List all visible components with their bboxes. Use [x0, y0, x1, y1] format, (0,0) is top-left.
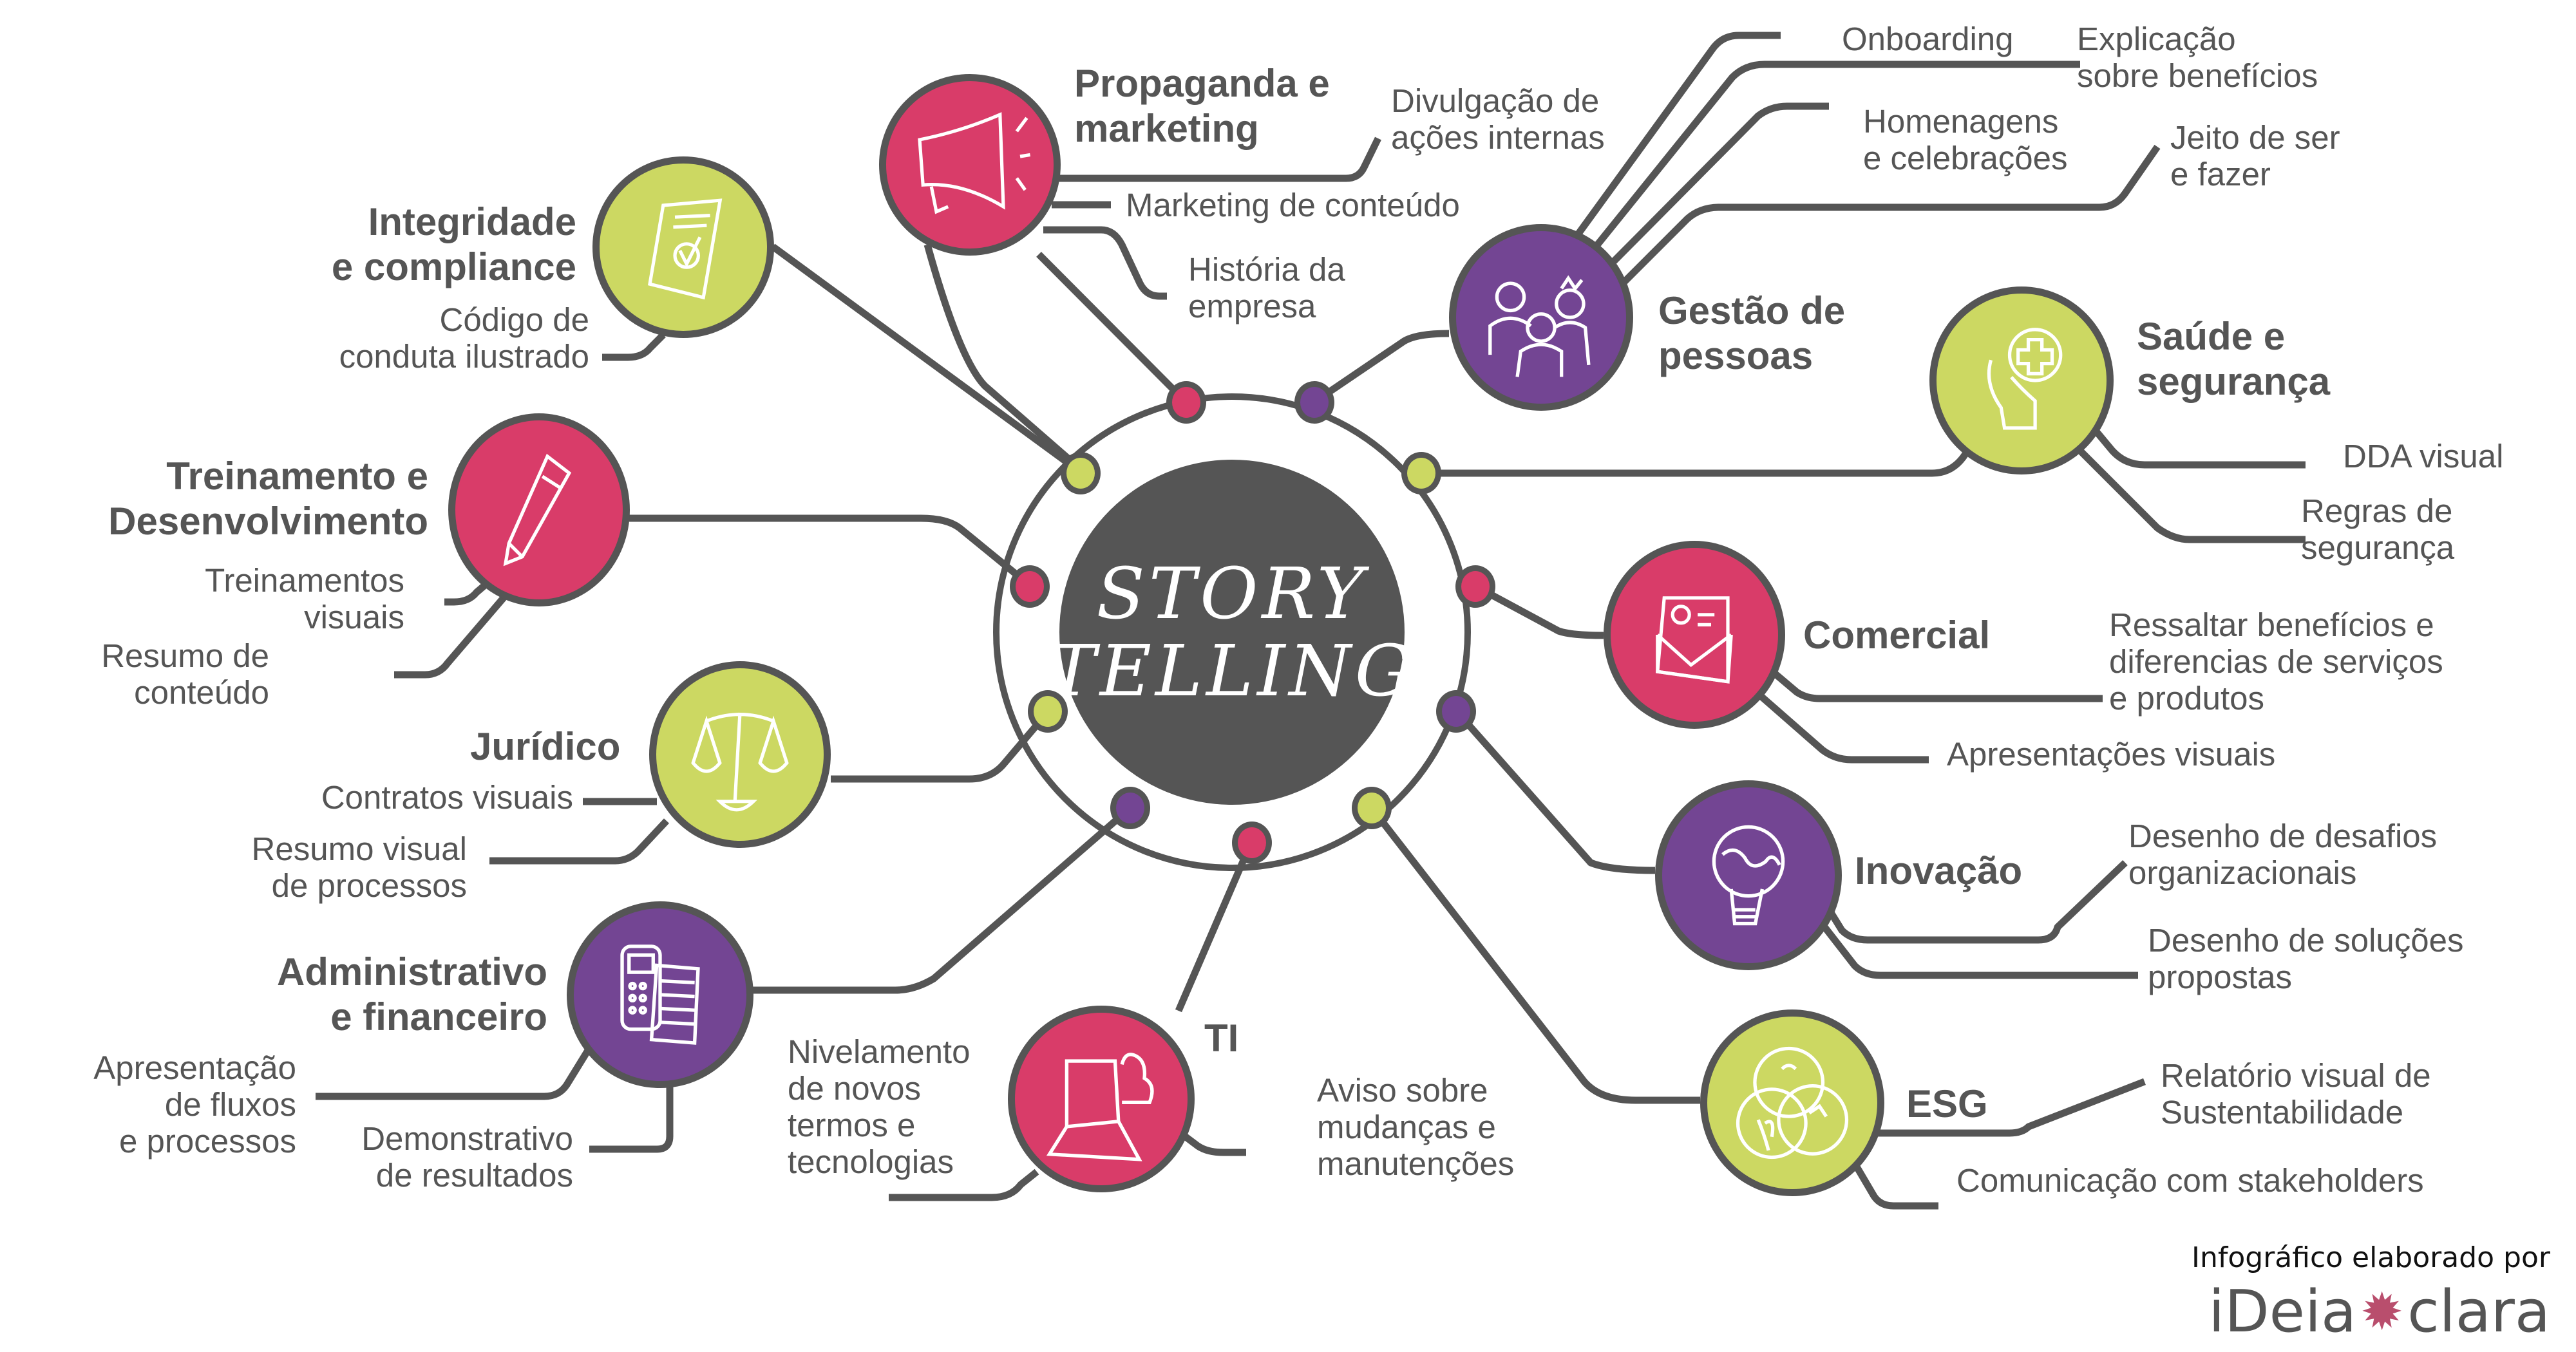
node-propaganda [879, 74, 1061, 256]
subtopic-label: Resumo visual de processos [251, 831, 467, 904]
ring-dot [1110, 787, 1150, 829]
category-title-administrativo: Administrativo e financeiro [276, 950, 547, 1038]
ring-dot [1352, 787, 1392, 829]
node-juridico [649, 661, 831, 848]
node-esg [1700, 1009, 1884, 1196]
document-check-icon [648, 198, 723, 300]
subtopic-label: Marketing de conteúdo [1126, 187, 1460, 223]
calculator-icon [620, 944, 700, 1045]
subtopic-label: Apresentações visuais [1947, 736, 2276, 773]
category-title-esg: ESG [1906, 1082, 1988, 1125]
category-title-treinamento: Treinamento e Desenvolvimento [108, 455, 428, 543]
laptop-cloud-icon [1046, 1053, 1154, 1161]
center-title-line1: STORY [1096, 552, 1368, 635]
pencil-icon [503, 453, 572, 567]
lightbulb-puzzle-icon [1712, 825, 1785, 926]
ring-dot [1232, 822, 1272, 864]
node-administrativo [567, 901, 753, 1088]
node-inovacao [1655, 780, 1842, 970]
subtopic-label: Apresentação de fluxos e processos [93, 1049, 296, 1160]
subtopic-label: Homenagens e celebrações [1863, 103, 2068, 176]
category-title-juridico: Jurídico [470, 725, 621, 768]
subtopic-label: Demonstrativo de resultados [361, 1120, 573, 1194]
footer-credit: Infográfico elaborado por [2191, 1241, 2550, 1274]
ring-dot [1166, 381, 1206, 424]
node-ti [1008, 1006, 1195, 1192]
sun-star-icon: ✹ [2360, 1282, 2404, 1342]
category-title-ti: TI [1204, 1017, 1239, 1060]
ring-dot [1028, 690, 1068, 733]
category-title-gestao: Gestão de pessoas [1658, 289, 1846, 377]
ideia-clara-logo: iDeia ✹ clara [2208, 1278, 2550, 1346]
subtopic-label: Comunicação com stakeholders [1956, 1162, 2424, 1199]
category-title-comercial: Comercial [1803, 614, 1991, 657]
category-title-saude: Saúde e segurança [2137, 315, 2331, 403]
node-integridade [592, 156, 774, 338]
ring-dot [1294, 381, 1334, 424]
ring-dot [1455, 565, 1495, 608]
subtopic-label: História da empresa [1188, 251, 1345, 324]
logo-left: iDeia [2208, 1278, 2357, 1346]
subtopic-label: Aviso sobre mudanças e manutenções [1317, 1072, 1515, 1182]
megaphone-icon [918, 112, 1031, 214]
subtopic-label: Contratos visuais [321, 779, 573, 816]
hand-cross-icon [1987, 328, 2063, 430]
subtopic-label: Nivelamento de novos termos e tecnologia… [788, 1033, 971, 1180]
subtopic-label: Ressaltar benefícios e diferencias de se… [2109, 606, 2443, 717]
ring-dot [1010, 565, 1050, 608]
subtopic-label: Resumo de conteúdo [101, 637, 269, 711]
node-saude [1929, 286, 2114, 474]
category-title-propaganda: Propaganda e marketing [1074, 62, 1330, 150]
venn-leaf-icon [1736, 1046, 1849, 1160]
center-title: STORY TELLING [1048, 460, 1411, 805]
subtopic-label: Treinamentos visuais [205, 562, 404, 635]
subtopic-label: DDA visual [2343, 438, 2504, 474]
node-gestao [1449, 224, 1633, 411]
node-comercial [1604, 541, 1785, 729]
envelope-icon [1655, 596, 1733, 684]
ring-dot [1401, 452, 1441, 494]
subtopic-label: Relatório visual de Sustentabilidade [2161, 1057, 2431, 1131]
subtopic-label: Onboarding [1842, 21, 2014, 57]
subtopic-label: Desenho de desafios organizacionais [2128, 818, 2438, 891]
node-treinamento [448, 413, 630, 606]
scales-icon [691, 712, 789, 812]
subtopic-label: Explicação sobre benefícios [2077, 21, 2318, 94]
ring-dot [1436, 690, 1476, 733]
subtopic-label: Desenho de soluções propostas [2148, 922, 2464, 995]
storytelling-center: STORY TELLING [1048, 460, 1412, 805]
center-title-line2: TELLING [1048, 630, 1416, 712]
subtopic-label: Código de conduta ilustrado [339, 301, 589, 375]
subtopic-label: Jeito de ser e fazer [2170, 119, 2340, 192]
subtopic-label: Regras de segurança [2301, 493, 2455, 566]
subtopic-label: Divulgação de ações internas [1391, 82, 1605, 156]
category-title-integridade: Integridade e compliance [331, 200, 576, 288]
ring-dot [1061, 452, 1101, 494]
category-title-inovacao: Inovação [1855, 849, 2023, 892]
people-icon [1488, 275, 1591, 377]
logo-right: clara [2407, 1278, 2550, 1346]
